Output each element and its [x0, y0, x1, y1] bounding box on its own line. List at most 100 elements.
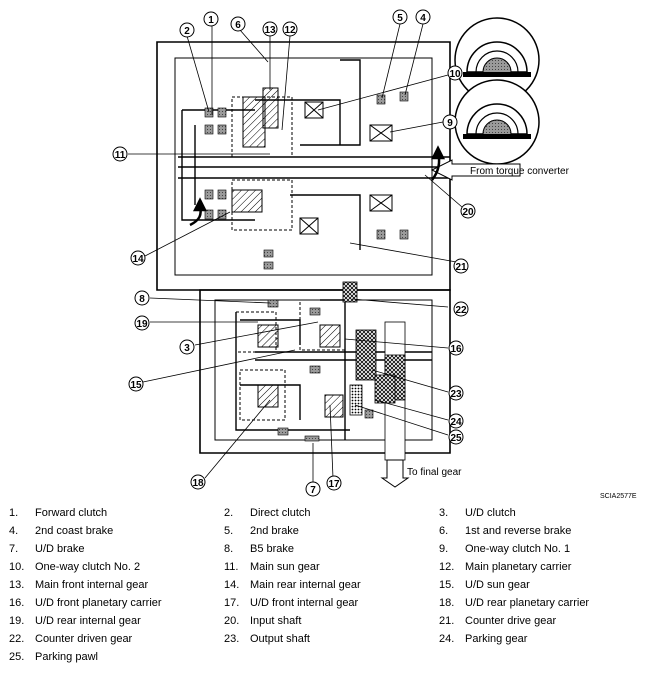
- callout-6: 6: [230, 16, 246, 32]
- legend-item: 21.Counter drive gear: [430, 613, 556, 629]
- legend-item-number: 2.: [224, 507, 234, 519]
- svg-text:25: 25: [450, 433, 462, 444]
- legend-item: 20. Input shaft: [215, 613, 301, 629]
- callout-14: 14: [130, 250, 146, 266]
- one-way-clutches: [299, 101, 393, 235]
- legend-item: 10. One-way clutch No. 2: [0, 559, 140, 575]
- svg-text:16: 16: [450, 344, 462, 355]
- legend-item-text: U/D sun gear: [465, 579, 530, 591]
- svg-text:14: 14: [132, 254, 144, 265]
- legend-item-number: 15.: [439, 579, 455, 591]
- svg-text:18: 18: [192, 478, 204, 489]
- legend-item-number: 3.: [439, 507, 449, 519]
- legend: 1. Forward clutch 2. Direct clutch 3. U/D clu…: [0, 505, 649, 674]
- legend-item-text: One-way clutch No. 2: [35, 561, 141, 573]
- legend-item-text: Direct clutch: [250, 507, 311, 519]
- callout-4: 4: [415, 9, 431, 25]
- callout-23: 23: [448, 385, 464, 401]
- svg-text:24: 24: [450, 417, 462, 428]
- svg-text:4: 4: [420, 13, 426, 24]
- legend-item: 8.B5 brake: [215, 541, 294, 557]
- legend-item-text: Counter drive gear: [465, 615, 557, 627]
- one-way-clutch-no1-detail: [454, 79, 540, 165]
- legend-item: 23.Output shaft: [215, 631, 310, 647]
- callout-13: 13: [262, 21, 278, 37]
- legend-item-text: Main planetary carrier: [465, 561, 572, 573]
- legend-item-text: U/D front planetary carrier: [35, 597, 162, 609]
- legend-item-text: Main rear internal gear: [250, 579, 361, 591]
- legend-item-text: Output shaft: [250, 633, 310, 645]
- callout-2: 2: [179, 22, 195, 38]
- legend-item-number: 19.: [9, 615, 25, 627]
- legend-item-number: 18.: [439, 597, 455, 609]
- callout-24: 24: [448, 413, 464, 429]
- final-gear-arrow: To final gear: [380, 459, 462, 488]
- legend-item-text: B5 brake: [250, 543, 295, 555]
- legend-item: 15. U/D sun gear: [430, 577, 530, 593]
- callout-markers: 1 2 3 4 5 6 7 8 9 10 11 12 13 14 15 16 1…: [112, 9, 476, 497]
- legend-item-text: U/D rear internal gear: [35, 615, 141, 627]
- svg-text:2: 2: [184, 26, 190, 37]
- legend-item-text: U/D clutch: [465, 507, 516, 519]
- hatched-gears: [231, 87, 344, 418]
- legend-item-number: 20.: [224, 615, 240, 627]
- legend-item-number: 10.: [9, 561, 25, 573]
- final-gear-label: To final gear: [407, 467, 462, 478]
- svg-text:8: 8: [139, 294, 145, 305]
- svg-text:3: 3: [184, 343, 190, 354]
- housing: [156, 41, 451, 454]
- legend-item: 25. Parking pawl: [0, 649, 98, 665]
- svg-text:5: 5: [397, 13, 403, 24]
- legend-item: 16.U/D front planetary carrier: [0, 595, 162, 611]
- legend-item-number: 5.: [224, 525, 234, 537]
- legend-item-text: Input shaft: [250, 615, 302, 627]
- legend-item-number: 17.: [224, 597, 240, 609]
- transmission-cross-section-diagram: From torque converter To final gear: [112, 9, 637, 500]
- legend-item: 11.Main sun gear: [215, 559, 320, 575]
- legend-item-text: Main front internal gear: [35, 579, 149, 591]
- callout-15: 15: [128, 376, 144, 392]
- torque-converter-arrow: From torque converter: [430, 159, 570, 181]
- legend-item-text: 1st and reverse brake: [465, 525, 572, 537]
- legend-item: 5.2nd brake: [215, 523, 299, 539]
- callout-12: 12: [282, 21, 298, 37]
- svg-text:20: 20: [462, 207, 474, 218]
- svg-text:11: 11: [115, 150, 126, 161]
- leader-lines: [128, 23, 463, 485]
- legend-item-text: Counter driven gear: [35, 633, 133, 645]
- legend-item: 19. U/D rear internal gear: [0, 613, 141, 629]
- legend-item-number: 9.: [439, 543, 449, 555]
- legend-item: 12.Main planetary carrier: [430, 559, 571, 575]
- legend-item-text: U/D rear planetary carrier: [465, 597, 590, 609]
- legend-item: 3. U/D clutch: [430, 505, 516, 521]
- callout-20: 20: [460, 203, 476, 219]
- svg-text:15: 15: [130, 380, 142, 391]
- callout-25: 25: [448, 429, 464, 445]
- svg-text:10: 10: [449, 69, 461, 80]
- svg-text:6: 6: [235, 20, 241, 31]
- legend-item: 7.U/D brake: [0, 541, 85, 557]
- legend-item: 2. Direct clutch: [215, 505, 311, 521]
- legend-item: 9. One-way clutch No. 1: [430, 541, 570, 557]
- legend-item: 14.Main rear internal gear: [215, 577, 361, 593]
- legend-item-number: 25.: [9, 651, 25, 663]
- legend-item-text: U/D front internal gear: [250, 597, 359, 609]
- legend-item-text: One-way clutch No. 1: [465, 543, 571, 555]
- legend-item-text: Forward clutch: [35, 507, 108, 519]
- legend-item: 1. Forward clutch: [0, 505, 107, 521]
- legend-item-number: 6.: [439, 525, 449, 537]
- legend-item-text: Parking pawl: [35, 651, 98, 663]
- torque-converter-label: From torque converter: [470, 166, 570, 177]
- legend-item-text: Main sun gear: [250, 561, 320, 573]
- legend-item-number: 1.: [9, 507, 19, 519]
- callout-11: 11: [112, 146, 128, 162]
- legend-item-number: 22.: [9, 633, 25, 645]
- svg-text:9: 9: [447, 118, 453, 129]
- svg-text:1: 1: [208, 15, 214, 26]
- legend-item-number: 4.: [9, 525, 19, 537]
- svg-text:13: 13: [264, 25, 276, 36]
- callout-5: 5: [392, 9, 408, 25]
- svg-text:17: 17: [328, 479, 340, 490]
- legend-item-number: 24.: [439, 633, 455, 645]
- callout-18: 18: [190, 474, 206, 490]
